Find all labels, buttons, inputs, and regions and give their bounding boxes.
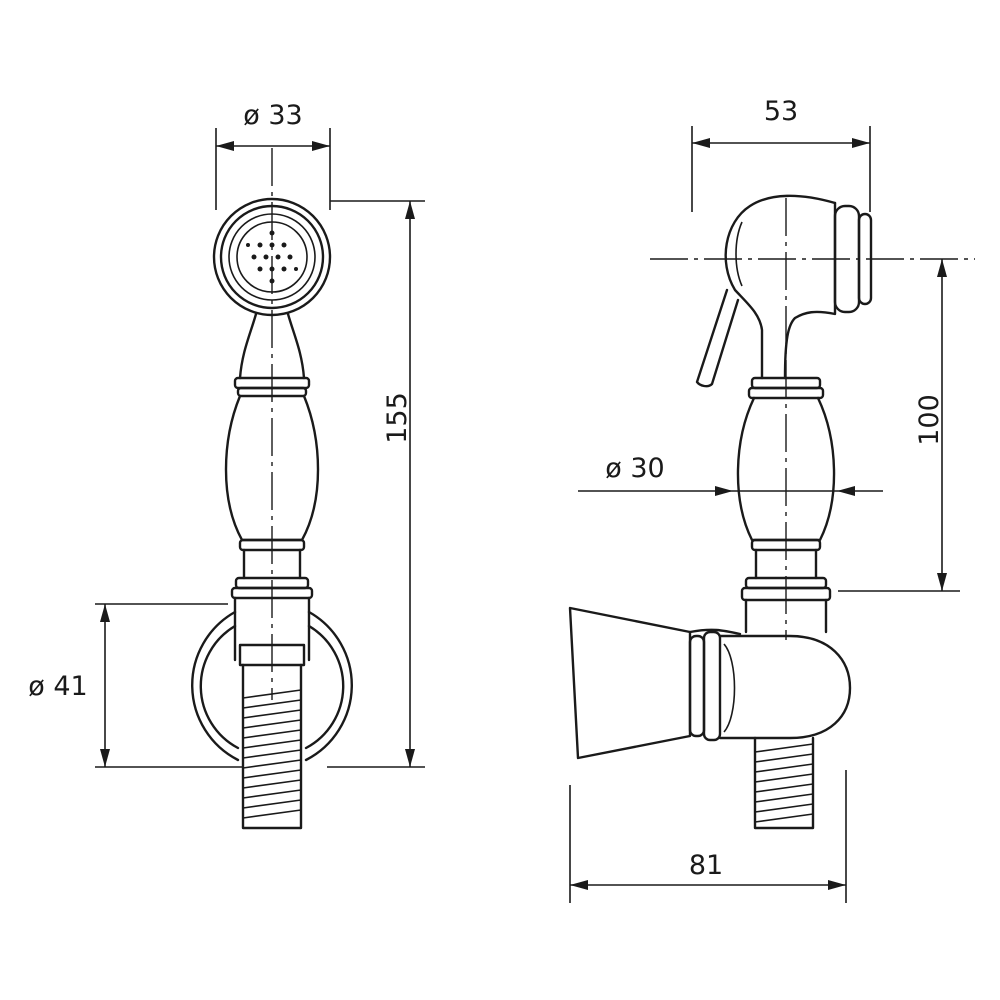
dim-label-side-handle-height: 100 bbox=[914, 394, 945, 446]
front-view: ø 33 155 ø 41 bbox=[28, 100, 425, 830]
dim-label-front-head-diameter: ø 33 bbox=[243, 100, 302, 131]
dim-label-front-holder-diameter: ø 41 bbox=[28, 671, 87, 702]
front-wall-holder bbox=[191, 610, 353, 762]
dim-side-total-depth: 81 bbox=[569, 770, 847, 903]
side-spray-head bbox=[695, 194, 873, 388]
side-wall-mount bbox=[568, 606, 852, 760]
dim-side-head-length: 53 bbox=[691, 96, 871, 212]
dim-front-holder-diameter: ø 41 bbox=[28, 603, 243, 768]
front-hose bbox=[241, 663, 303, 830]
dim-label-side-handle-diameter: ø 30 bbox=[605, 453, 664, 484]
dim-label-side-head-length: 53 bbox=[764, 96, 798, 127]
dim-front-total-height: 155 bbox=[327, 200, 425, 768]
dim-front-head-diameter: ø 33 bbox=[215, 100, 331, 210]
dim-side-handle-height: 100 bbox=[838, 259, 960, 592]
dim-side-handle-diameter: ø 30 bbox=[578, 453, 883, 496]
side-hose bbox=[753, 736, 815, 830]
spray-nozzle-dots bbox=[246, 230, 298, 284]
dim-label-front-total-height: 155 bbox=[382, 392, 413, 444]
side-view: 53 100 ø 30 81 bbox=[568, 96, 975, 903]
dim-label-side-total-depth: 81 bbox=[689, 850, 723, 881]
